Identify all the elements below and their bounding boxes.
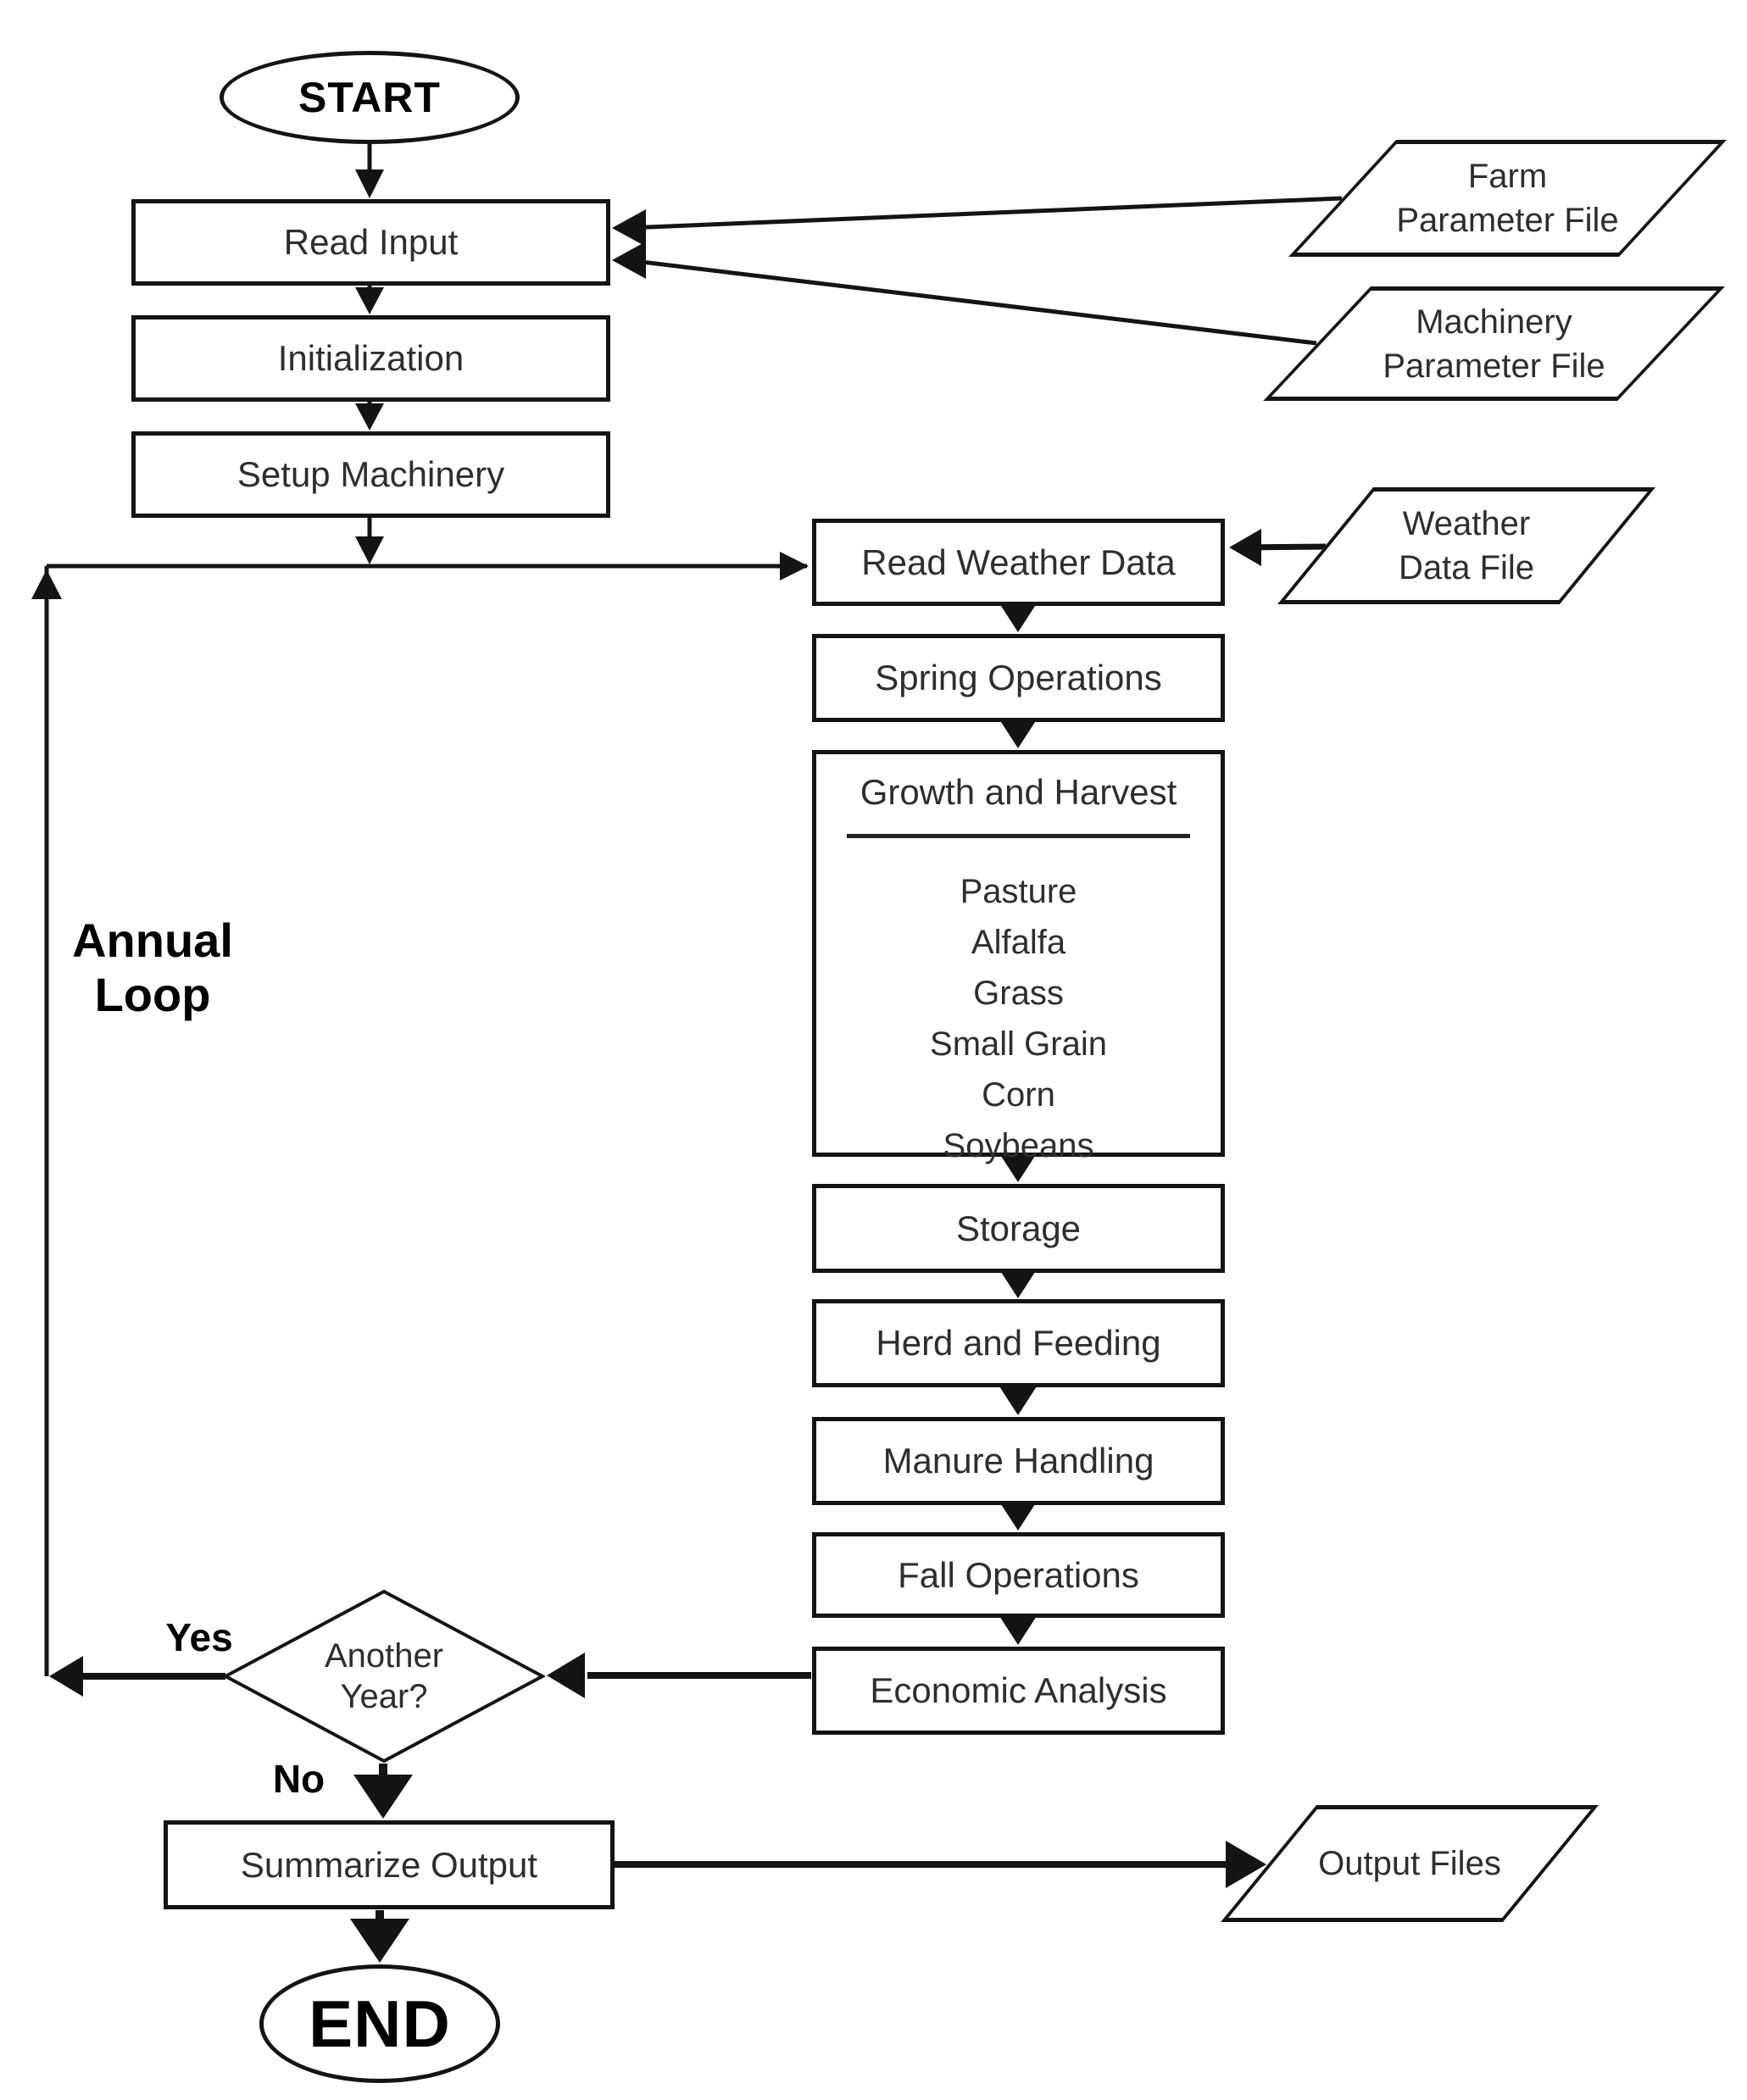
process-initialization: Initialization [131, 315, 610, 402]
process-read-input: Read Input [131, 199, 610, 286]
spring-operations-label: Spring Operations [875, 658, 1162, 697]
fall-operations-label: Fall Operations [898, 1554, 1139, 1595]
start-label: START [298, 74, 441, 121]
edge-manure-to-fall [999, 1502, 1037, 1531]
weather-file-label: Weather Data File [1398, 505, 1535, 586]
crop-item: Alfalfa [971, 924, 1066, 961]
edge-economic-to-decision [547, 1653, 811, 1698]
edge-storage-to-herd [999, 1269, 1037, 1298]
machinery-file-label: Machinery Parameter File [1383, 303, 1605, 385]
read-input-label: Read Input [283, 222, 459, 262]
edge-fall-to-economic [999, 1616, 1037, 1645]
process-summarize-output: Summarize Output [164, 1820, 615, 1909]
edge-machinery-file-to-read-input [612, 242, 1317, 346]
farm-file-label: Farm Parameter File [1396, 158, 1619, 239]
no-branch-label: No [272, 1757, 325, 1801]
terminator-end: END [259, 1964, 500, 2083]
end-label: END [309, 1986, 451, 2061]
edge-read-input-to-initialization [355, 286, 384, 314]
read-weather-label: Read Weather Data [861, 542, 1176, 582]
terminator-start: START [220, 51, 520, 144]
edge-initialization-to-setup-machinery [355, 402, 384, 431]
edge-herd-to-manure [999, 1386, 1037, 1415]
edge-weather-file-to-read-weather [1229, 529, 1327, 566]
growth-harvest-crop-list: Pasture Alfalfa Grass Small Grain Corn S… [816, 838, 1221, 1171]
decision-another-year: Another Year? [223, 1589, 545, 1764]
crop-item: Soybeans [943, 1127, 1094, 1164]
process-growth-and-harvest: Growth and Harvest Pasture Alfalfa Grass… [812, 750, 1225, 1164]
manure-handling-label: Manure Handling [882, 1441, 1154, 1481]
process-read-weather-data: Read Weather Data [812, 519, 1225, 606]
data-farm-parameter-file: Farm Parameter File [1288, 140, 1727, 257]
edge-annual-loop-vertical [31, 566, 62, 1676]
growth-harvest-title: Growth and Harvest [860, 772, 1177, 812]
diamond-shape [223, 1589, 545, 1764]
separator-line [847, 834, 1190, 838]
storage-label: Storage [955, 1208, 1082, 1248]
data-machinery-parameter-file: Machinery Parameter File [1263, 286, 1725, 401]
data-output-files: Output Files [1221, 1805, 1599, 1922]
edge-read-weather-to-spring [999, 603, 1037, 632]
annual-loop-label: Annual Loop [72, 914, 233, 1021]
output-files-label: Output Files [1318, 1845, 1501, 1882]
edge-decision-yes-to-loop [49, 1656, 225, 1697]
economic-analysis-label: Economic Analysis [870, 1670, 1167, 1710]
edge-spring-to-growth [999, 719, 1037, 748]
process-storage: Storage [812, 1184, 1225, 1273]
yes-branch-label: Yes [165, 1615, 233, 1659]
herd-feeding-label: Herd and Feeding [876, 1323, 1161, 1363]
edge-growth-to-storage [999, 1153, 1037, 1182]
process-herd-and-feeding: Herd and Feeding [812, 1299, 1225, 1387]
summarize-output-label: Summarize Output [240, 1844, 538, 1885]
process-spring-operations: Spring Operations [812, 634, 1225, 722]
edge-summarize-to-output-files [615, 1841, 1266, 1888]
initialization-label: Initialization [277, 338, 465, 378]
data-weather-data-file: Weather Data File [1277, 487, 1655, 604]
crop-item: Small Grain [930, 1025, 1107, 1063]
crop-item: Corn [982, 1076, 1055, 1114]
edge-setup-machinery-to-junction [355, 518, 384, 564]
edge-summarize-to-end [350, 1910, 409, 1963]
process-economic-analysis: Economic Analysis [812, 1647, 1225, 1735]
process-setup-machinery: Setup Machinery [131, 431, 610, 518]
edge-start-to-read-input [355, 144, 384, 198]
process-fall-operations: Fall Operations [812, 1532, 1225, 1618]
crop-item: Pasture [960, 873, 1077, 910]
setup-machinery-label: Setup Machinery [236, 454, 505, 494]
edge-junction-to-read-weather [47, 552, 809, 581]
another-year-label: Another Year? [324, 1637, 444, 1715]
edge-decision-no-to-summarize [353, 1764, 413, 1819]
crop-item: Grass [973, 975, 1064, 1012]
process-manure-handling: Manure Handling [812, 1417, 1225, 1505]
edge-farm-file-to-read-input [612, 196, 1343, 247]
